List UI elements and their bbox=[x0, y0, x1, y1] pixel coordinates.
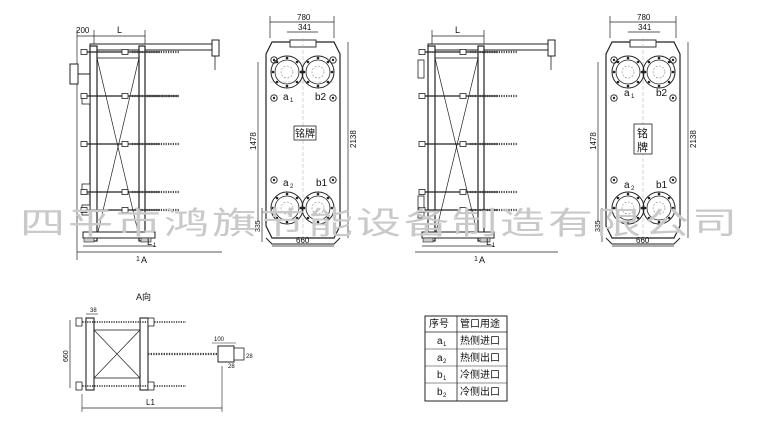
svg-text:28: 28 bbox=[246, 354, 253, 360]
dim-780-label: 780 bbox=[297, 13, 311, 22]
table-row-use: 冷侧进口 bbox=[460, 368, 500, 381]
table-header-use: 管口用途 bbox=[460, 317, 500, 330]
svg-text:1: 1 bbox=[153, 243, 157, 249]
label-a1: a bbox=[624, 88, 630, 99]
table-header-id: 序号 bbox=[429, 317, 449, 330]
label-a2: a bbox=[624, 180, 630, 191]
svg-text:2: 2 bbox=[631, 186, 635, 192]
section-letter: A bbox=[141, 255, 147, 265]
nameplate-label: 铭牌 bbox=[295, 127, 315, 140]
svg-text:2: 2 bbox=[443, 359, 447, 365]
support-column-plan bbox=[217, 345, 235, 363]
dim-660-label: 660 bbox=[63, 350, 70, 362]
dim-1478-label: 1478 bbox=[589, 132, 598, 150]
table-row-use: 冷侧出口 bbox=[460, 385, 500, 398]
plate-view-right: 780 341 a 1 b2 a 2 b1 铭 牌 1478 2138 335 … bbox=[589, 13, 698, 247]
dim-2138-label: 2138 bbox=[689, 130, 698, 148]
upper-guide-bar bbox=[427, 43, 555, 51]
dim-341-label: 341 bbox=[638, 23, 652, 32]
dim-l-label: L bbox=[455, 25, 460, 35]
svg-text:1: 1 bbox=[290, 98, 294, 104]
dim-38-label: 38 bbox=[90, 308, 97, 314]
dim-200-label: 200 bbox=[76, 26, 90, 35]
table-row-id: a bbox=[437, 336, 443, 347]
nameplate-box bbox=[293, 125, 317, 141]
table-row-id: b bbox=[437, 387, 443, 398]
nameplate-label-top: 铭 bbox=[637, 126, 648, 140]
dim-780-label: 780 bbox=[637, 13, 651, 22]
dim-l1-label: L bbox=[486, 237, 491, 247]
table-row-id: a bbox=[437, 353, 443, 364]
nozzle-flange-top bbox=[69, 63, 79, 85]
dim-1478-label: 1478 bbox=[249, 132, 258, 150]
plate-pack-top bbox=[93, 329, 141, 379]
label-b2: b2 bbox=[656, 88, 668, 99]
svg-text:2: 2 bbox=[290, 184, 294, 190]
svg-text:2: 2 bbox=[443, 393, 447, 399]
support-column-top bbox=[547, 39, 556, 57]
label-b2: b2 bbox=[315, 92, 327, 103]
port-table: 序号 管口用途 a 1 热侧进口 a 2 热侧出口 b 1 冷侧进口 b 2 冷… bbox=[424, 315, 508, 402]
table-row-use: 热侧出口 bbox=[460, 351, 500, 364]
dim-335-label: 335 bbox=[255, 220, 262, 232]
section-marker: 1 bbox=[136, 256, 140, 263]
bottom-view-a: A向 38 100 28 28 660 L1 bbox=[63, 291, 253, 412]
plate-view-left: 780 341 a 1 b2 a 2 b1 铭牌 1478 2138 335 6… bbox=[249, 13, 358, 247]
lower-guide-bar bbox=[421, 231, 495, 239]
fixed-plate-end bbox=[85, 317, 95, 391]
section-marker: 1 bbox=[474, 256, 478, 263]
section-letter: A bbox=[479, 255, 485, 265]
support-column-top bbox=[211, 39, 220, 57]
nameplate-box bbox=[633, 123, 653, 155]
dim-335-label: 335 bbox=[595, 220, 602, 232]
dim-660-label: 660 bbox=[636, 236, 650, 245]
label-b1: b1 bbox=[656, 180, 668, 191]
dim-l1-label: L1 bbox=[146, 398, 155, 407]
label-b1: b1 bbox=[316, 178, 328, 189]
side-view-right: L L 1 1 A bbox=[415, 25, 558, 265]
nameplate-label-bottom: 牌 bbox=[637, 140, 648, 154]
label-a2: a bbox=[283, 178, 289, 189]
movable-plate-end bbox=[139, 317, 149, 391]
label-a1: a bbox=[283, 92, 289, 103]
dim-341-label: 341 bbox=[298, 23, 312, 32]
dim-28-label: 28 bbox=[228, 364, 235, 370]
svg-text:1: 1 bbox=[443, 376, 447, 382]
svg-text:1: 1 bbox=[492, 243, 496, 249]
view-a-title: A向 bbox=[136, 291, 151, 302]
table-row-use: 热侧进口 bbox=[460, 334, 500, 347]
dim-100-label: 100 bbox=[214, 337, 225, 343]
table-row-id: b bbox=[437, 370, 443, 381]
nozzle-stubs bbox=[417, 59, 425, 79]
svg-text:1: 1 bbox=[443, 342, 447, 348]
svg-text:1: 1 bbox=[631, 94, 635, 100]
lower-guide-bar bbox=[82, 231, 156, 239]
side-view-left: 200 L L 1 1 A bbox=[69, 25, 222, 265]
dim-l-label: L bbox=[117, 25, 122, 35]
dim-660-label: 660 bbox=[296, 236, 310, 245]
dim-2138-label: 2138 bbox=[349, 130, 358, 148]
watermark-text: 四平市鸿旗节能设备制造有限公司 bbox=[20, 206, 740, 242]
upper-guide-bar bbox=[89, 43, 219, 51]
dim-l1-label: L bbox=[147, 237, 152, 247]
